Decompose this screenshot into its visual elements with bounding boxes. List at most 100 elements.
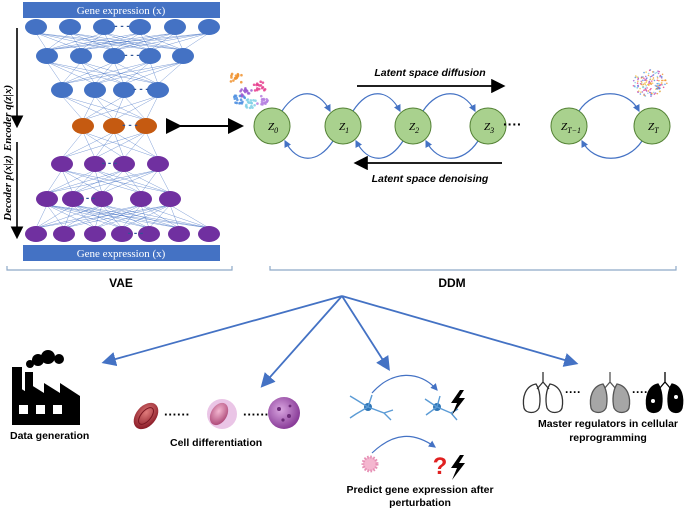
ellipsis-dashes: - - -	[80, 193, 96, 204]
ddm-state-label: Z3	[484, 121, 494, 135]
vae-edge	[46, 169, 159, 194]
spiky-cell-icon	[361, 455, 379, 473]
encoder-node	[113, 82, 135, 98]
reprogramming-label-line2: reprogramming	[569, 432, 647, 444]
vae-bracket	[6, 266, 233, 271]
decoder-node	[147, 156, 169, 172]
vae-edge	[113, 32, 210, 51]
scatter-point	[245, 89, 249, 93]
noise-point	[654, 92, 657, 94]
decoder-node	[84, 226, 106, 242]
stimulated-neuron-icon	[424, 395, 459, 421]
vae-edge	[61, 131, 147, 159]
encoder-node	[59, 19, 81, 35]
scatter-point	[245, 103, 248, 107]
ellipsis-dots-3: ····	[565, 385, 581, 399]
vae-edge	[169, 204, 210, 229]
perturbation-icons: ?	[349, 374, 465, 480]
transition-lung-icon	[589, 372, 631, 414]
vae-edge	[94, 61, 115, 85]
predict-label-line2: perturbation	[389, 497, 451, 509]
noise-point	[641, 91, 644, 93]
ddm-state-node	[394, 107, 432, 145]
predict-label-line1: Predict gene expression after	[346, 484, 493, 496]
scatter-point	[253, 103, 256, 107]
vae-edge	[61, 61, 184, 85]
scatter-point	[242, 95, 246, 99]
noise-point	[640, 91, 642, 93]
decoder-node	[51, 156, 73, 172]
noise-point	[660, 77, 663, 79]
decoder-node	[113, 156, 135, 172]
scatter-point	[239, 98, 243, 102]
vae-edge	[123, 169, 142, 194]
ddm-section-label: DDM	[438, 276, 465, 290]
noise-point	[659, 74, 662, 77]
vae-edge	[103, 32, 115, 51]
forward-transition-arrow	[422, 93, 476, 113]
noise-point	[634, 76, 637, 79]
vae-edge	[145, 95, 159, 121]
vae-edge	[46, 169, 63, 194]
scatter-point	[251, 106, 254, 109]
vae-edge	[46, 204, 96, 229]
noise-point	[653, 79, 656, 82]
vae-edge	[46, 204, 210, 229]
neuron-icon	[349, 394, 394, 421]
lightning-icon-2	[451, 455, 465, 480]
vae-edge	[72, 169, 159, 194]
noise-point	[644, 79, 647, 81]
vae-edge	[101, 204, 150, 229]
ddm-state-label: Z2	[409, 121, 419, 135]
scatter-point	[257, 87, 261, 91]
ddm-bracket	[269, 266, 677, 271]
ddm-ellipsis: ····	[503, 116, 522, 132]
noise-point	[657, 82, 660, 85]
forward-transition-arrow	[352, 93, 401, 113]
noise-point	[633, 85, 636, 87]
noise-point	[637, 77, 640, 80]
noise-point	[645, 89, 647, 91]
vae-edge	[113, 61, 159, 85]
noise-point	[644, 82, 646, 85]
noise-point	[636, 82, 639, 85]
vae-edge	[123, 131, 147, 159]
scatter-point	[234, 74, 238, 77]
vae-edge	[123, 61, 151, 85]
scatter-point	[233, 77, 237, 80]
noise-point	[647, 74, 650, 77]
scatter-point	[236, 74, 240, 78]
scatter-point	[249, 101, 253, 105]
scatter-point	[255, 83, 258, 87]
noise-point	[644, 95, 647, 97]
noise-point	[649, 78, 652, 80]
vae-edge	[46, 32, 210, 51]
noise-point	[655, 71, 658, 74]
vae-edge	[94, 95, 115, 121]
scatter-point	[256, 102, 259, 105]
noise-point	[643, 77, 645, 80]
vae-edge	[80, 61, 125, 85]
scatter-point	[239, 89, 242, 93]
gene-expression-top-label: Gene expression (x)	[77, 5, 166, 17]
noise-point	[643, 94, 645, 96]
noise-point	[644, 75, 647, 78]
noise-point	[645, 84, 648, 87]
encoder-node	[103, 48, 125, 64]
noise-point	[664, 83, 666, 86]
vae-edge	[94, 204, 171, 229]
noise-point	[648, 80, 651, 83]
red-cell-icon	[133, 402, 159, 430]
vae-edge	[182, 32, 210, 51]
vae-edge	[35, 204, 48, 229]
noise-point	[636, 87, 638, 89]
noise-point	[648, 69, 651, 72]
noise-point	[644, 83, 647, 86]
noise-point	[636, 76, 638, 78]
decoder-label: Decoder p(x|z)	[2, 155, 14, 222]
forward-transition-arrow	[281, 93, 331, 113]
noise-point	[642, 86, 645, 89]
scatter-point	[246, 92, 250, 95]
vae-edge	[46, 32, 105, 51]
scatter-point	[239, 80, 243, 84]
